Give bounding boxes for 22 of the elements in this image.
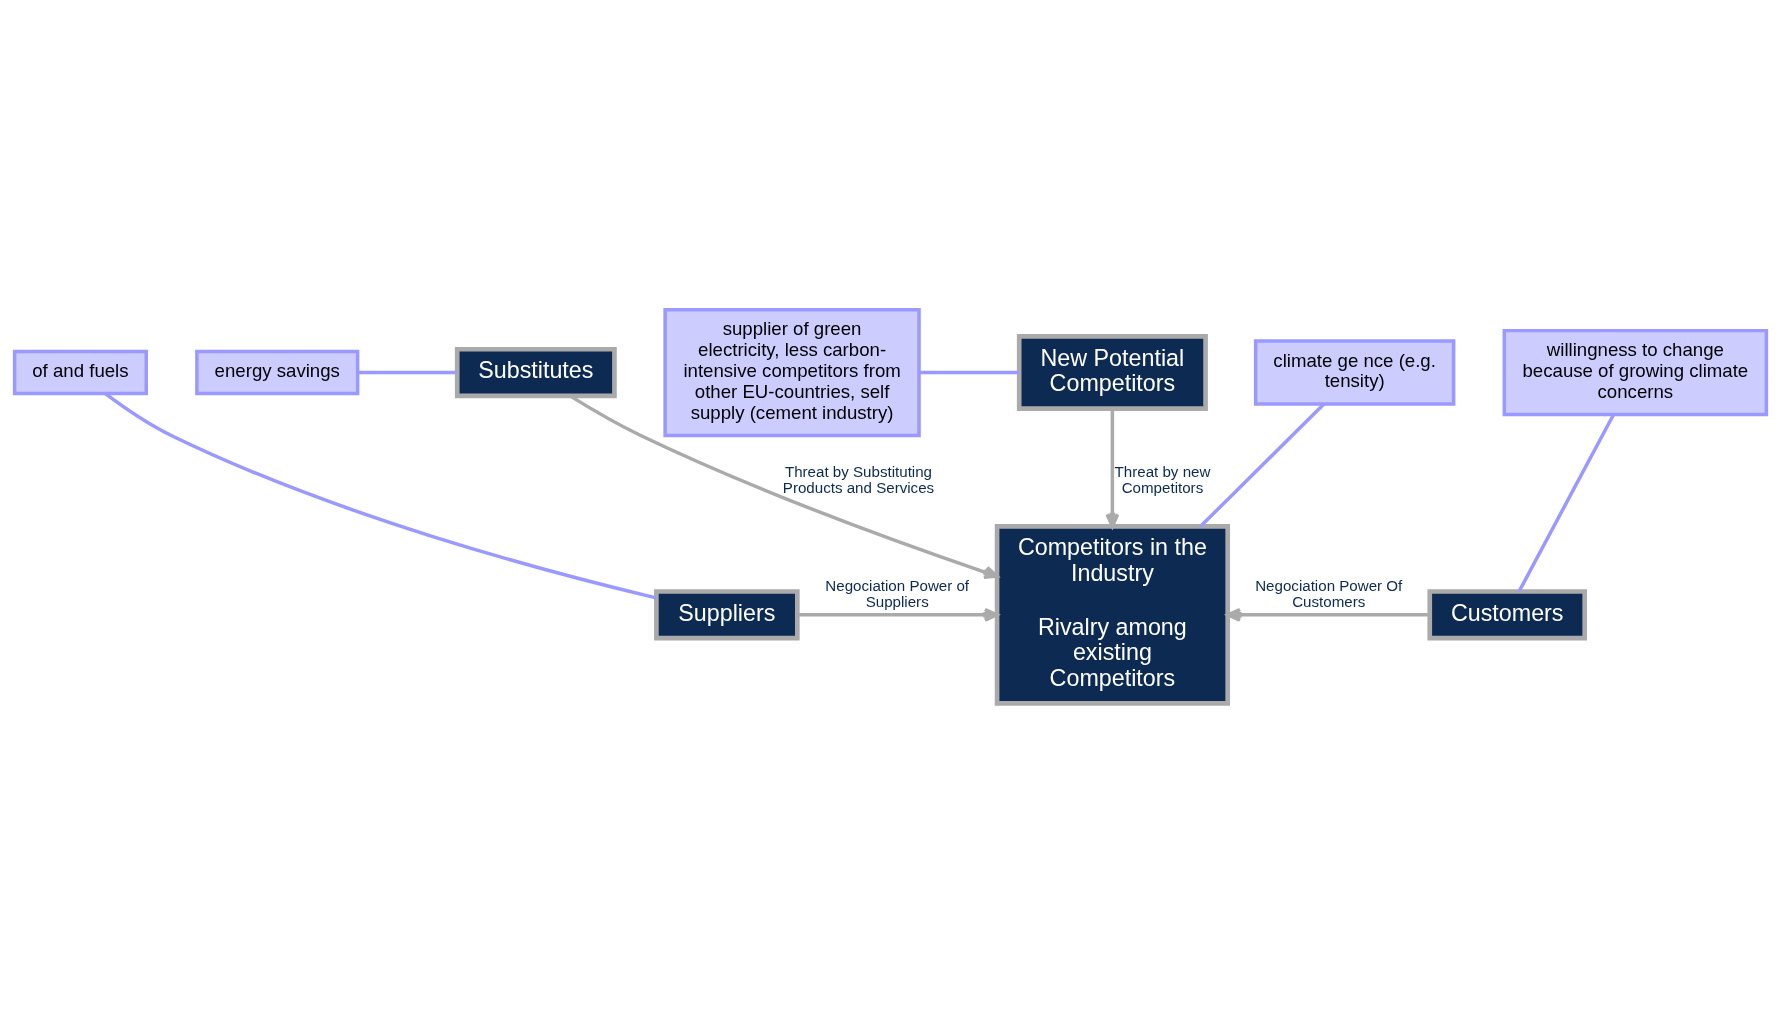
connector (104, 392, 657, 600)
node-box: Substitutes (454, 346, 617, 399)
edge-label: Threat by new Competitors (1114, 462, 1211, 496)
connector (919, 370, 1020, 375)
node-box: supplier of green electricity, less carbon-intensive competitors from other EU-countries, self supply (cement industry) (663, 307, 921, 438)
node-box: New Potential Competitors (1016, 334, 1208, 411)
node-box: Suppliers (654, 589, 800, 641)
edge-label: Negociation Power of Suppliers (825, 576, 970, 611)
connector (1517, 414, 1615, 593)
arrow (797, 607, 999, 622)
node-box: climate ge nce (e.g. tensity) (1253, 339, 1456, 406)
node-box: energy savings (195, 349, 360, 396)
node-box: Customers (1427, 589, 1587, 641)
node-box: willingness to change because of growing climate concerns (1502, 328, 1769, 417)
node-box: Competitors in the Industry Rivalry among existing Competitors (994, 523, 1230, 706)
connector (1199, 402, 1326, 528)
edge-label: Threat by Substituting Products and Services (782, 462, 935, 496)
arrow (1226, 607, 1430, 622)
arrow (1105, 409, 1120, 528)
node-box: of and fuels (12, 349, 148, 396)
edge-label: Negociation Power Of Customers (1255, 576, 1403, 611)
connector (358, 370, 457, 375)
